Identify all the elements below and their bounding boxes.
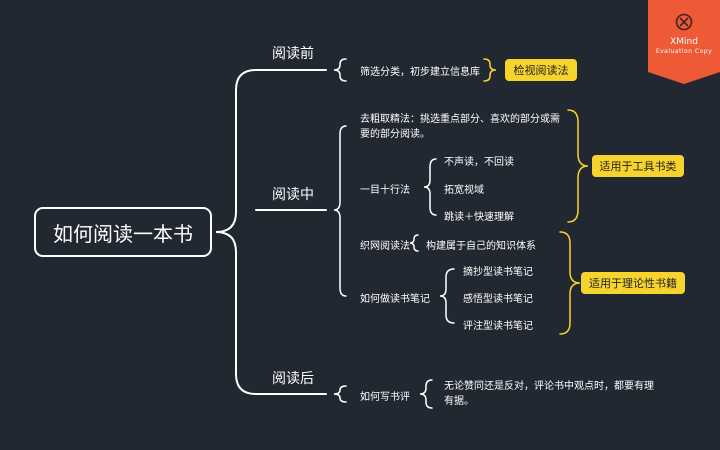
- topic-book-review[interactable]: 如何写书评: [360, 392, 410, 403]
- summary-brace-tools: [567, 109, 589, 223]
- tag-reference-books[interactable]: 适用于工具书类: [592, 155, 684, 177]
- branch-before[interactable]: 阅读前: [272, 46, 314, 62]
- badge-shape: [648, 0, 720, 84]
- topic-web-reading[interactable]: 织网阅读法: [360, 241, 410, 252]
- topic-notes-child-1[interactable]: 摘抄型读书笔记: [463, 267, 533, 278]
- brace-review: [419, 379, 433, 409]
- topic-selective-reading[interactable]: 去粗取精法：挑选重点部分、喜欢的部分或需要的部分阅读。: [360, 114, 560, 140]
- topic-screening[interactable]: 筛选分类，初步建立信息库: [360, 67, 480, 78]
- topic-knowledge-system[interactable]: 构建属于自己的知识体系: [426, 241, 536, 252]
- badge-subtitle: Evaluation Copy: [655, 48, 713, 55]
- topic-review-child[interactable]: 无论赞同还是反对，评论书中观点时，都要有理有据。: [444, 381, 654, 407]
- topic-skim-child-3[interactable]: 跳读＋快速理解: [444, 212, 514, 223]
- evaluation-badge: XMind Evaluation Copy: [648, 0, 720, 84]
- topic-skimming[interactable]: 一目十行法: [360, 185, 410, 196]
- topic-skim-child-2[interactable]: 拓宽视域: [444, 185, 484, 196]
- badge-title: XMind: [670, 37, 698, 47]
- root-topic[interactable]: 如何阅读一本书: [34, 207, 212, 257]
- topic-notes-child-3[interactable]: 评注型读书笔记: [463, 321, 533, 332]
- branch-after[interactable]: 阅读后: [272, 371, 314, 387]
- brace-skim: [423, 158, 437, 216]
- brace-before: [333, 58, 347, 82]
- brace-web: [409, 234, 419, 252]
- brace-during: [333, 125, 347, 297]
- summary-brace-before: [483, 58, 497, 82]
- topic-notes-child-2[interactable]: 感悟型读书笔记: [463, 294, 533, 305]
- branch-during[interactable]: 阅读中: [272, 187, 314, 203]
- brace-notes: [439, 268, 455, 324]
- xmind-x-icon: [675, 13, 693, 31]
- topic-reading-notes[interactable]: 如何做读书笔记: [360, 294, 430, 305]
- tag-theoretical-books[interactable]: 适用于理论性书籍: [581, 272, 685, 294]
- root-brace: [215, 69, 257, 395]
- brace-after: [333, 385, 347, 403]
- topic-skim-child-1[interactable]: 不声读，不回读: [444, 157, 514, 168]
- summary-brace-theory: [559, 231, 581, 335]
- tag-inspectional-reading[interactable]: 检视阅读法: [505, 59, 577, 81]
